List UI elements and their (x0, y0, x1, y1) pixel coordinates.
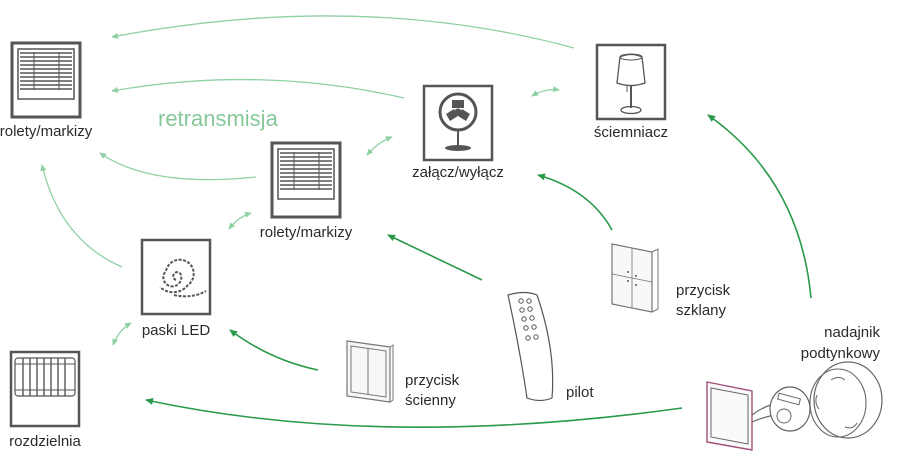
control-arrow-flush-to-switchboard (145, 398, 683, 428)
led-label: paski LED (141, 322, 211, 339)
switchboard-icon (9, 350, 81, 428)
control-arrow-remote-to-blinds-center (387, 234, 483, 281)
wall-switch-label-line2: ścienny (405, 392, 456, 409)
retransmission-arrow-blinds-center-to-blinds-left (99, 152, 257, 181)
flush-transmitter-icon (706, 361, 883, 451)
glass-switch-icon (611, 243, 659, 313)
wall-switch-icon (346, 340, 394, 403)
glass-switch-label-line1: przycisk (676, 282, 731, 299)
flush-transmitter-label-line1: nadajnik (824, 324, 880, 341)
fan-icon (422, 84, 494, 162)
control-arrow-wall-switch-to-led (229, 329, 319, 371)
control-arrows (145, 114, 812, 428)
glass-switch-label-line2: szklany (676, 302, 727, 319)
retransmission-arrow-fan-to-blinds-left (111, 78, 405, 99)
fan-label: załącz/wyłącz (412, 164, 504, 181)
retransmission-label: retransmisja (158, 106, 278, 131)
flush-transmitter-label-line2: podtynkowy (800, 345, 880, 362)
control-arrow-flush-to-lamp (707, 114, 812, 299)
retransmission-arrows (40, 15, 575, 346)
switchboard-label: rozdzielnia (9, 433, 81, 450)
blinds-center-icon (270, 141, 342, 219)
lamp-icon (595, 43, 667, 121)
retransmission-arrow-led-to-blinds-left (40, 164, 123, 268)
led-strip-icon (140, 238, 212, 316)
retransmission-arrow-switchboard-led (112, 322, 132, 346)
remote-control-icon (507, 291, 554, 402)
blinds-left-label: rolety/markizy (0, 123, 93, 140)
remote-label: pilot (566, 384, 594, 401)
control-arrow-glass-switch-to-fan (537, 173, 613, 231)
retransmission-arrow-blinds-center-fan (366, 136, 393, 156)
retransmission-arrow-led-blinds-center (228, 211, 252, 230)
blinds-center-label: rolety/markizy (259, 224, 353, 241)
retransmission-arrow-fan-lamp (531, 86, 560, 97)
blinds-left-icon (10, 41, 82, 119)
lamp-label: ściemniacz (593, 124, 669, 141)
wall-switch-label-line1: przycisk (405, 372, 460, 389)
retransmission-arrow-lamp-to-blinds-left (111, 15, 575, 49)
